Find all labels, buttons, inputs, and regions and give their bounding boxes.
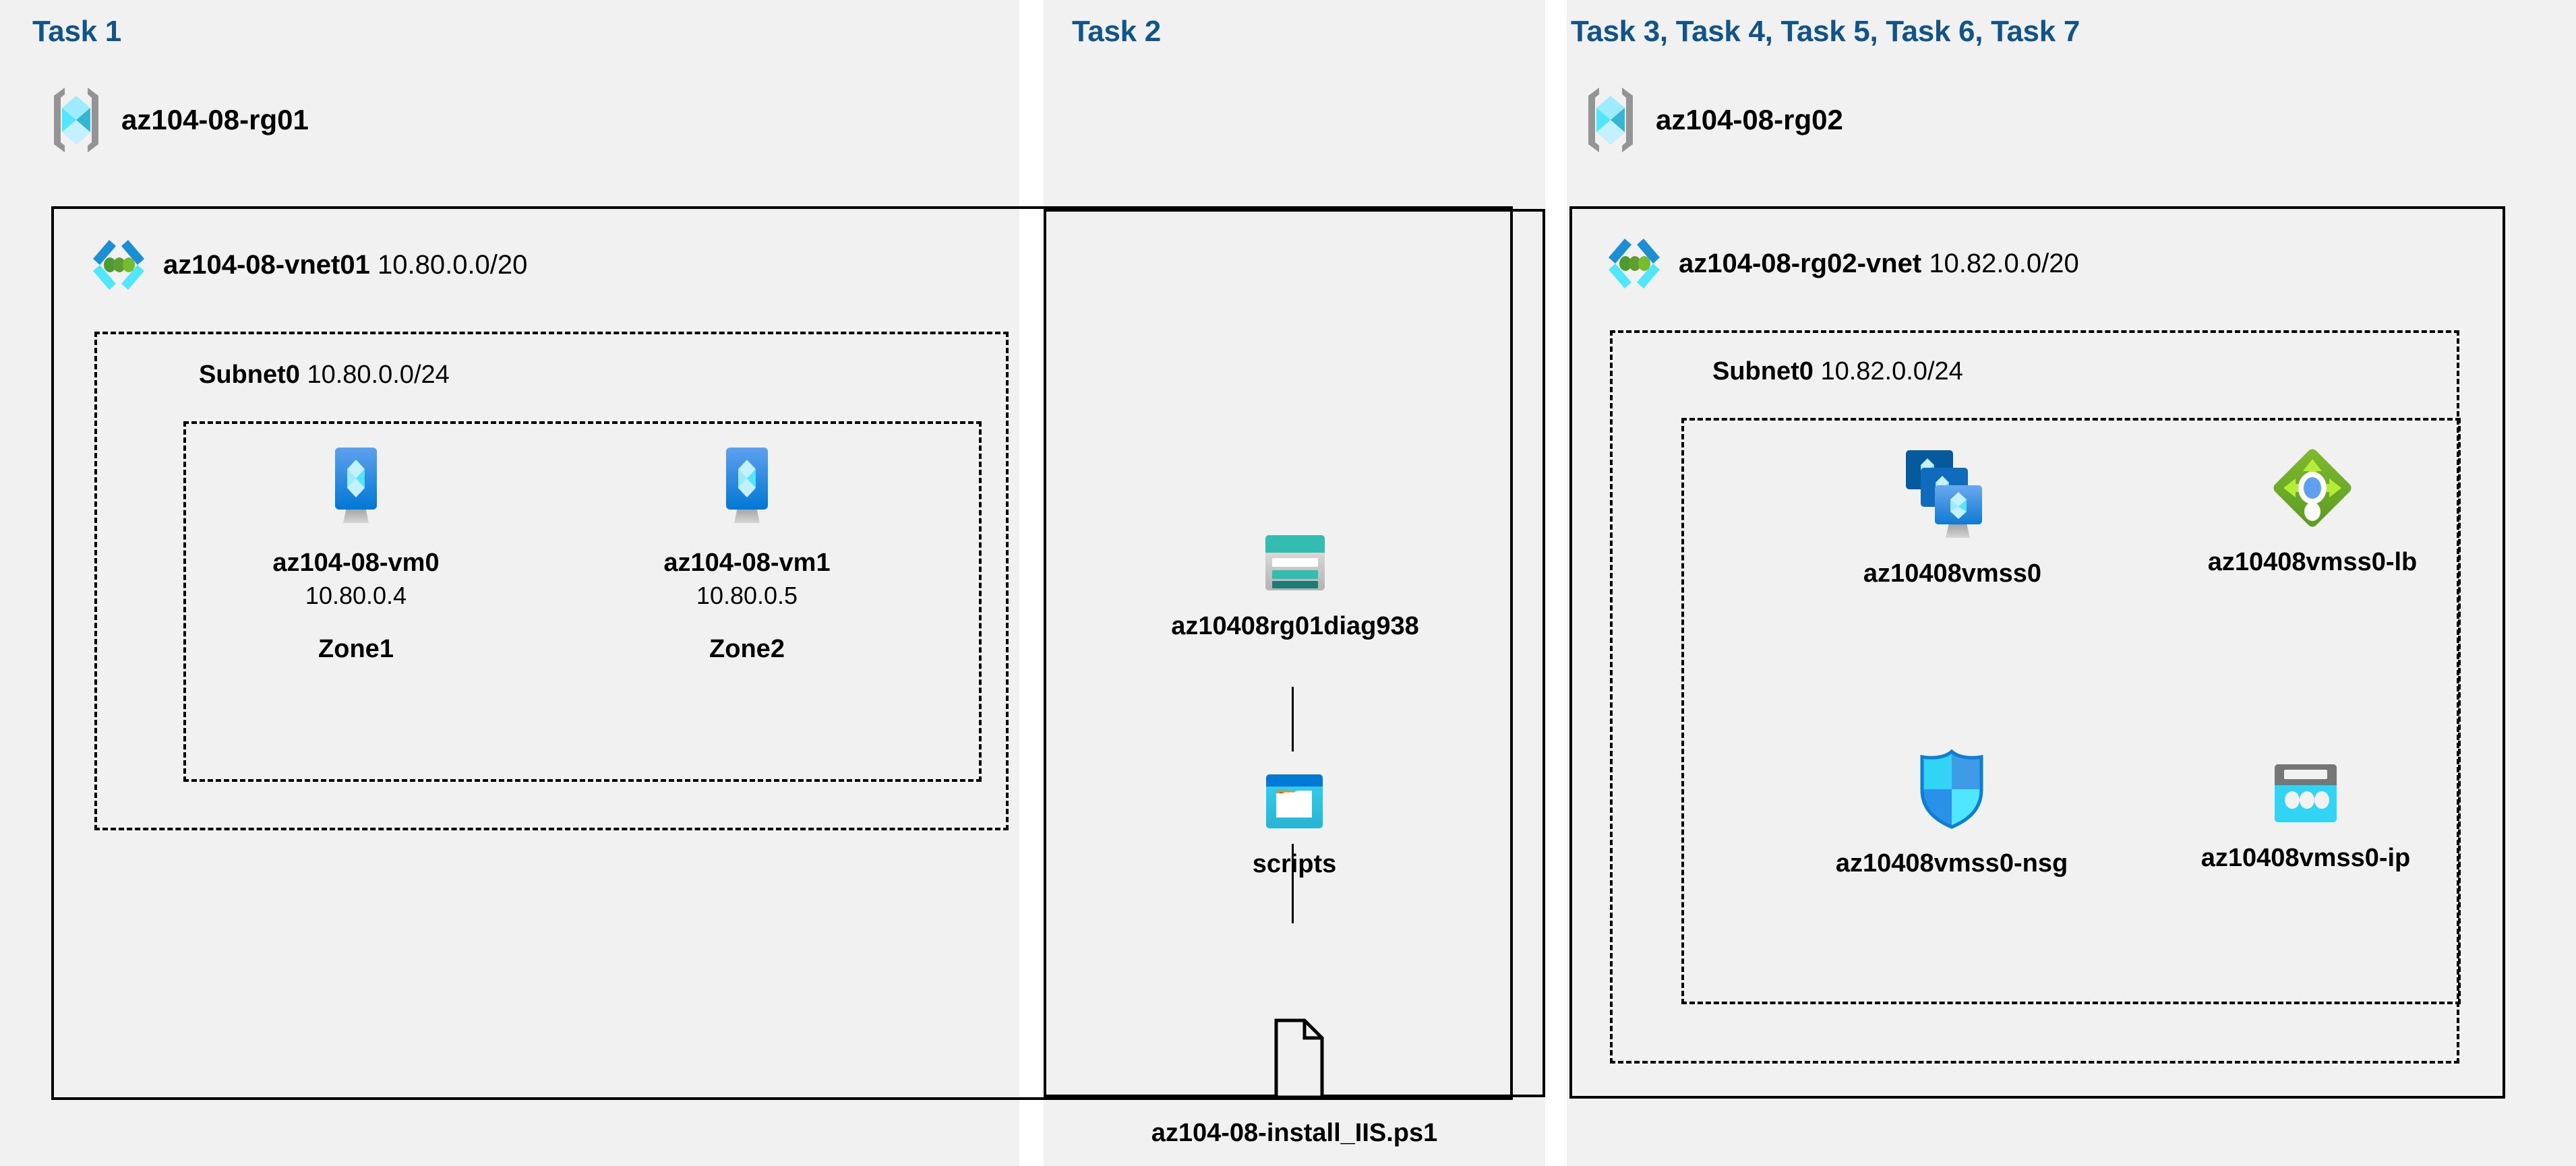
- resource-group-icon: [47, 85, 105, 155]
- subnet-name: Subnet0: [1712, 357, 1814, 386]
- vnet-name: az104-08-rg02-vnet: [1679, 248, 1922, 278]
- node-ps1-file: az104-08-install_IIS.ps1: [1151, 1018, 1437, 1150]
- virtual-machine-icon: [316, 445, 396, 530]
- node-vm-scale-set: az10408vmss0: [1804, 445, 2101, 590]
- node-vm1-name: az104-08-vm1: [663, 549, 831, 577]
- node-load-balancer: az10408vmss0-lb: [2164, 441, 2461, 579]
- vnet-cidr: 10.82.0.0/20: [1929, 248, 2079, 278]
- node-storage-name: az10408rg01diag938: [1171, 612, 1419, 640]
- vnet-header-vnet01: az104-08-vnet01 10.80.0.0/20: [89, 236, 527, 294]
- task-label-1: Task 1: [32, 15, 121, 48]
- node-vm1: az104-08-vm1 10.80.0.5 Zone2: [605, 445, 889, 664]
- task-panel-1: [0, 0, 1019, 1166]
- task-panel-3: [1567, 0, 2576, 1166]
- subnet-cidr: 10.80.0.0/24: [307, 361, 450, 389]
- subnet-inner-group-2: [1681, 418, 2461, 1004]
- node-vm0-name: az104-08-vm0: [272, 549, 440, 577]
- vm-scale-set-icon: [1902, 445, 2003, 546]
- virtual-machine-icon: [707, 445, 787, 530]
- node-network-security-group: az10408vmss0-nsg: [1793, 748, 2110, 880]
- resource-group-name: az104-08-rg01: [121, 104, 309, 135]
- virtual-network-icon: [89, 236, 148, 294]
- node-vm0-ip: 10.80.0.4: [305, 581, 407, 609]
- subnet-heading-1: Subnet0 10.80.0.0/24: [199, 361, 450, 390]
- task-label-3: Task 3, Task 4, Task 5, Task 6, Task 7: [1571, 15, 2080, 48]
- public-ip-address-icon: [2271, 762, 2341, 825]
- node-ip-name: az10408vmss0-ip: [2200, 844, 2411, 872]
- resource-group-name: az104-08-rg02: [1656, 104, 1843, 135]
- task2-boundary: [1044, 209, 1545, 1097]
- resource-group-header-rg02: az104-08-rg02: [1582, 85, 1843, 155]
- vnet-cidr: 10.80.0.0/20: [377, 249, 528, 280]
- connector-storage-to-scripts: [1292, 687, 1294, 751]
- node-vm1-zone: Zone2: [709, 635, 785, 664]
- node-nsg-name: az10408vmss0-nsg: [1835, 849, 2068, 878]
- vnet-boundary-rg02-vnet: [1569, 206, 2505, 1099]
- node-vmss-name: az10408vmss0: [1863, 559, 2042, 588]
- vnet-name: az104-08-vnet01: [163, 249, 370, 280]
- node-ps1-name: az104-08-install_IIS.ps1: [1151, 1119, 1438, 1147]
- node-public-ip-address: az10408vmss0-ip: [2157, 762, 2454, 875]
- subnet-boundary-1: [94, 332, 1009, 830]
- node-vm1-ip: 10.80.0.5: [696, 581, 798, 609]
- node-scripts-name: scripts: [1252, 850, 1337, 878]
- vnet-boundary-vnet01: [51, 206, 1513, 1100]
- subnet-name: Subnet0: [199, 361, 300, 389]
- subnet-inner-group-1: [183, 421, 982, 782]
- file-document-icon: [1251, 1018, 1338, 1100]
- vnet-title-2: az104-08-rg02-vnet 10.82.0.0/20: [1679, 249, 2079, 279]
- node-vm0: az104-08-vm0 10.80.0.4 Zone1: [214, 445, 498, 664]
- connector-scripts-to-ps1: [1292, 844, 1294, 923]
- resource-group-icon: [1582, 85, 1640, 155]
- vnet-header-rg02-vnet: az104-08-rg02-vnet 10.82.0.0/20: [1605, 235, 2079, 293]
- subnet-heading-2: Subnet0 10.82.0.0/24: [1712, 357, 1963, 386]
- resource-group-header-rg01: az104-08-rg01: [47, 85, 309, 155]
- task-label-2: Task 2: [1072, 15, 1161, 48]
- node-vm0-zone: Zone1: [318, 635, 394, 664]
- storage-account-icon: [1263, 532, 1327, 593]
- node-storage-account: az10408rg01diag938: [1130, 532, 1460, 643]
- node-lb-name: az10408vmss0-lb: [2207, 548, 2418, 576]
- node-blob-container: scripts: [1214, 772, 1375, 881]
- network-security-group-icon: [1917, 748, 1987, 830]
- load-balancer-icon: [2266, 441, 2359, 534]
- vnet-title-1: az104-08-vnet01 10.80.0.0/20: [163, 250, 527, 280]
- subnet-cidr: 10.82.0.0/24: [1820, 357, 1963, 386]
- virtual-network-icon: [1605, 235, 1664, 293]
- blob-container-icon: [1263, 772, 1325, 831]
